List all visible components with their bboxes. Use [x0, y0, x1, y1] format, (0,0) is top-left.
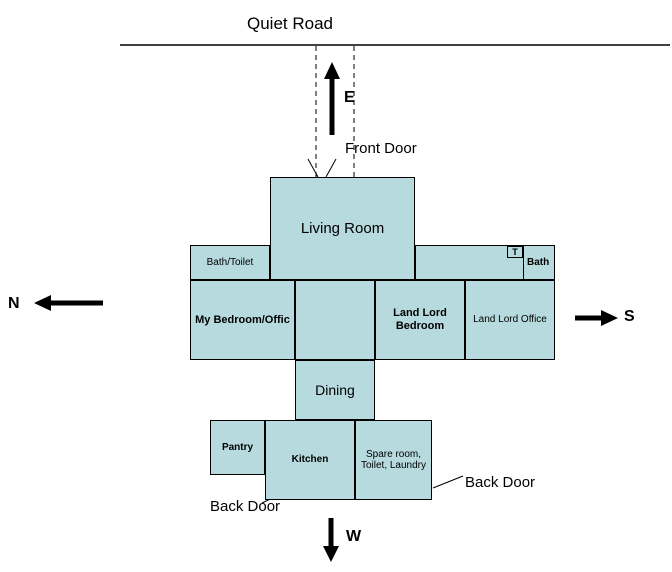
- compass-north-label: N: [8, 295, 20, 312]
- room-landlord-bedroom: Land Lord Bedroom: [375, 280, 465, 360]
- room-living-label: Living Room: [300, 220, 385, 237]
- north-arrow: [34, 295, 103, 311]
- south-arrow: [575, 310, 618, 326]
- back-door-label-right: Back Door: [465, 474, 536, 491]
- room-upper-right-wing: [415, 245, 555, 280]
- toilet-box-label: T: [512, 247, 518, 257]
- room-my-bedroom: My Bedroom/Offic: [190, 280, 295, 360]
- east-arrow: [324, 62, 340, 135]
- room-dining: Dining: [295, 360, 375, 420]
- front-door-mark-right: [325, 158, 337, 178]
- room-landlord-office: Land Lord Office: [465, 280, 555, 360]
- room-spare: Spare room, Toilet, Laundry: [355, 420, 432, 500]
- room-kitchen: Kitchen: [265, 420, 355, 500]
- bath-divider: [523, 246, 524, 279]
- room-living: Living Room: [270, 177, 415, 280]
- compass-south-label: S: [624, 308, 635, 325]
- front-door-mark-left: [307, 158, 319, 178]
- room-spare-label: Spare room, Toilet, Laundry: [360, 448, 427, 472]
- room-bath-label: Bath: [527, 257, 550, 268]
- room-landlord-office-label: Land Lord Office: [473, 314, 547, 326]
- front-door-label: Front Door: [345, 140, 417, 157]
- room-landlord-bedroom-label: Land Lord Bedroom: [393, 307, 447, 332]
- room-bath-toilet-label: Bath/Toilet: [206, 256, 254, 268]
- room-kitchen-label: Kitchen: [291, 454, 329, 466]
- compass-east-label: E: [344, 89, 355, 106]
- room-pantry: Pantry: [210, 420, 265, 475]
- room-pantry-label: Pantry: [221, 441, 254, 453]
- room-dining-label: Dining: [315, 382, 355, 398]
- road-label: Quiet Road: [247, 14, 333, 33]
- compass-west-label: W: [346, 528, 362, 545]
- west-arrow: [323, 518, 339, 562]
- back-door-label-left: Back Door: [210, 498, 281, 515]
- room-hall: [295, 280, 375, 360]
- room-my-bedroom-label: My Bedroom/Offic: [195, 313, 290, 326]
- toilet-box: T: [507, 246, 523, 258]
- room-bath-toilet: Bath/Toilet: [190, 245, 270, 280]
- back-door-line-right: [432, 475, 464, 489]
